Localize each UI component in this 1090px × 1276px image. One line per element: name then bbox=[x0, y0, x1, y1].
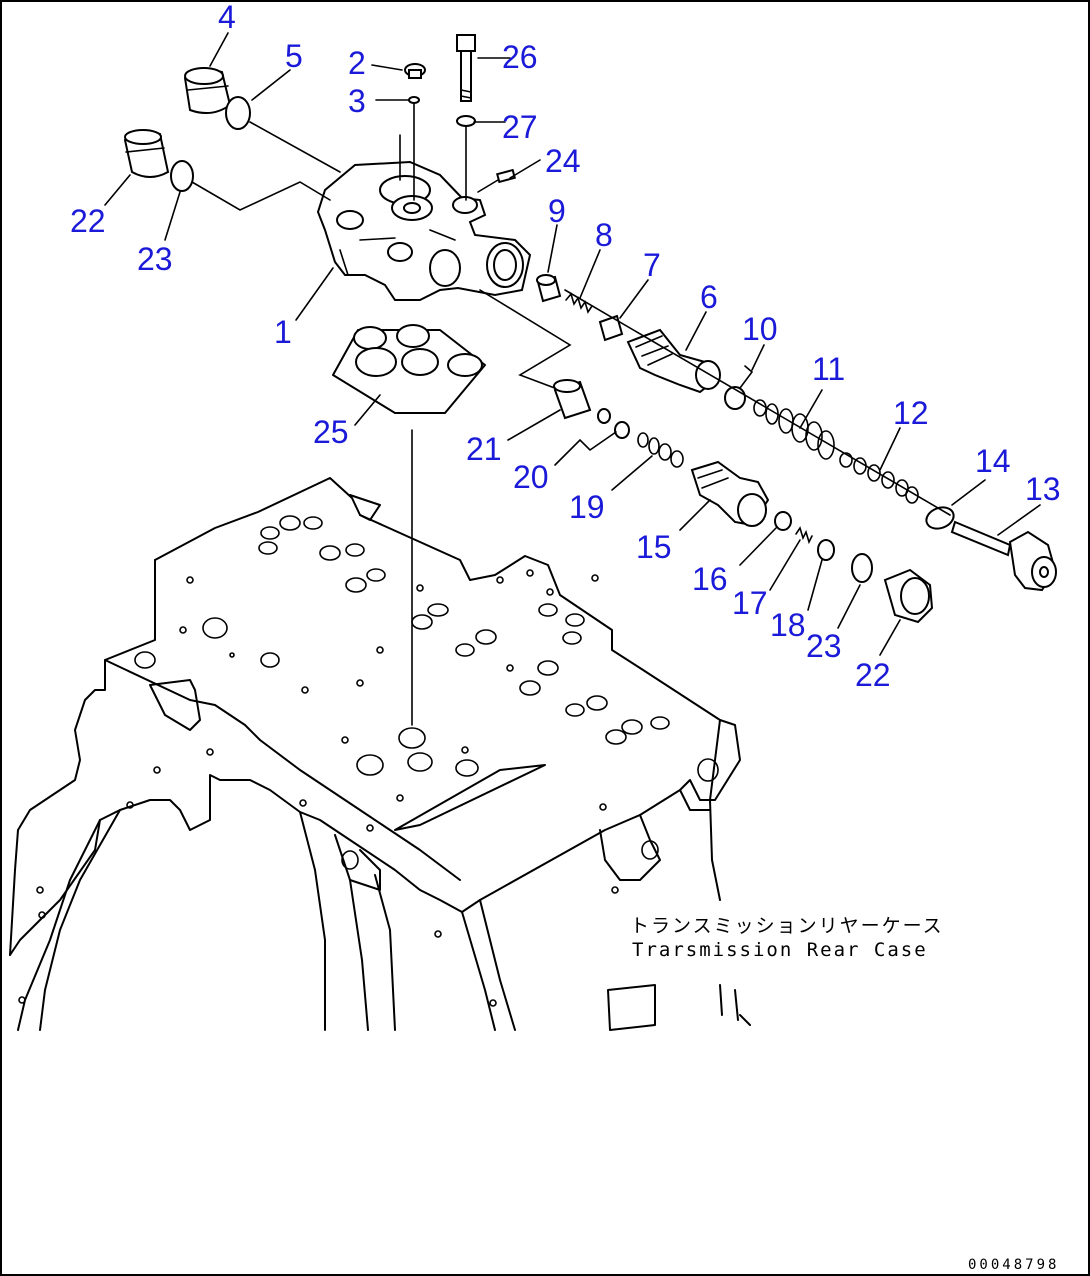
case-caption-jp: トランスミッションリヤーケース bbox=[630, 915, 944, 937]
callout-19[interactable]: 19 bbox=[569, 489, 605, 525]
callout-14[interactable]: 14 bbox=[975, 443, 1011, 479]
callout-12[interactable]: 12 bbox=[893, 395, 929, 431]
callout-17[interactable]: 17 bbox=[732, 585, 768, 621]
callout-23-left[interactable]: 23 bbox=[137, 241, 173, 277]
leader-body-21 bbox=[479, 289, 572, 391]
callout-20[interactable]: 20 bbox=[513, 459, 549, 495]
bolt-2 bbox=[404, 63, 426, 79]
callout-10[interactable]: 10 bbox=[742, 311, 778, 347]
leader-lines bbox=[104, 32, 1041, 656]
lower-spool-train bbox=[553, 379, 934, 624]
callout-4[interactable]: 4 bbox=[218, 0, 236, 35]
callout-26[interactable]: 26 bbox=[502, 39, 538, 75]
case-caption-en: Trarsmission Rear Case bbox=[632, 939, 928, 961]
washer-3 bbox=[408, 96, 420, 104]
callout-1[interactable]: 1 bbox=[274, 314, 292, 350]
pin-24 bbox=[496, 168, 516, 184]
callout-2[interactable]: 2 bbox=[348, 45, 366, 81]
callout-labels: 4 5 2 26 3 27 24 22 23 9 8 7 6 10 11 1 1… bbox=[70, 0, 1061, 693]
callout-22-left[interactable]: 22 bbox=[70, 203, 106, 239]
callout-23-right[interactable]: 23 bbox=[806, 628, 842, 664]
plug-22-left bbox=[123, 129, 170, 178]
o-ring-5 bbox=[225, 96, 251, 130]
leader-23-body bbox=[191, 181, 331, 211]
callout-21[interactable]: 21 bbox=[466, 431, 502, 467]
callout-13[interactable]: 13 bbox=[1025, 471, 1061, 507]
callout-3[interactable]: 3 bbox=[348, 83, 366, 119]
plug-4 bbox=[183, 67, 232, 115]
callout-11[interactable]: 11 bbox=[812, 351, 845, 387]
callout-5[interactable]: 5 bbox=[285, 38, 303, 74]
callout-6[interactable]: 6 bbox=[700, 279, 718, 315]
callout-18[interactable]: 18 bbox=[770, 607, 806, 643]
valve-body bbox=[316, 160, 532, 301]
bolt-26 bbox=[456, 34, 476, 102]
o-ring-23-left bbox=[170, 160, 194, 192]
transmission-rear-case bbox=[9, 477, 751, 1031]
callout-16[interactable]: 16 bbox=[692, 561, 728, 597]
leader-24-body bbox=[477, 179, 499, 193]
callout-15[interactable]: 15 bbox=[636, 529, 672, 565]
callout-25[interactable]: 25 bbox=[313, 414, 349, 450]
gasket-25 bbox=[332, 324, 486, 414]
upper-axis-line bbox=[564, 289, 951, 516]
leader-2-body bbox=[399, 103, 415, 201]
callout-8[interactable]: 8 bbox=[595, 217, 613, 253]
callout-27[interactable]: 27 bbox=[502, 109, 538, 145]
case-holes bbox=[18, 515, 719, 1007]
callout-9[interactable]: 9 bbox=[548, 193, 566, 229]
document-id: 00048798 bbox=[968, 1257, 1059, 1273]
leader-5-body bbox=[249, 121, 341, 173]
callout-7[interactable]: 7 bbox=[643, 247, 661, 283]
washer-27 bbox=[456, 115, 476, 127]
callout-22-right[interactable]: 22 bbox=[855, 657, 891, 693]
callout-24[interactable]: 24 bbox=[545, 143, 581, 179]
